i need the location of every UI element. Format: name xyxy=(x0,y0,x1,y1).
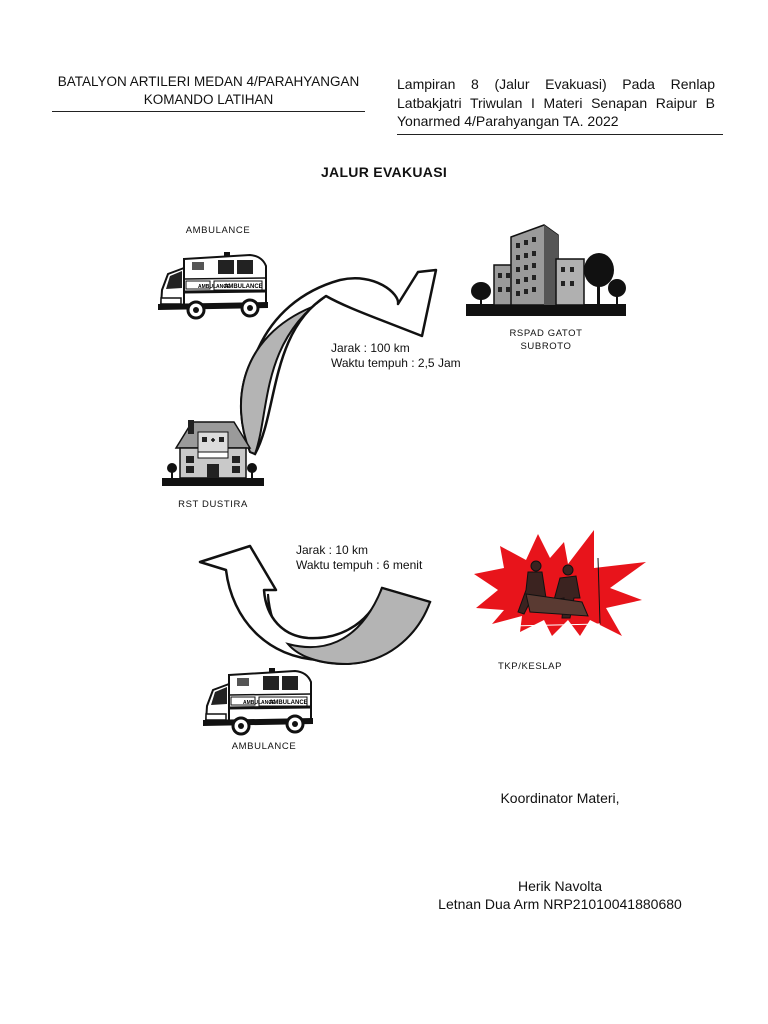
signature-role: Koordinator Materi, xyxy=(500,790,620,806)
ambulance-top-illustration: AMBULANCE AMBULANCE xyxy=(156,250,270,320)
hospital-rspad-label-line2: SUBROTO xyxy=(520,341,572,352)
route-arrow-upper xyxy=(240,268,438,456)
route-upper-info: Jarak : 100 km Waktu tempuh : 2,5 Jam xyxy=(331,341,461,371)
ambulance-top-front-text: AMBULANCE xyxy=(224,284,263,290)
incident-site-label: TKP/KESLAP xyxy=(497,661,563,672)
ambulance-bottom-front-text: AMBULANCE xyxy=(269,700,308,706)
hospital-rspad-label: RSPAD GATOT SUBROTO xyxy=(496,327,596,353)
page-title: JALUR EVAKUASI xyxy=(320,164,448,180)
attachment-note-underline xyxy=(397,134,723,135)
hospital-rst-dustira-illustration xyxy=(162,420,264,486)
hospital-rst-dustira-label: RST DUSTIRA xyxy=(178,499,248,510)
ambulance-bottom-illustration: AMBULANCE AMBULANCE xyxy=(201,666,315,736)
command-name: KOMANDO LATIHAN xyxy=(143,92,274,107)
ambulance-bottom-side-text: AMBULANCE xyxy=(243,700,276,706)
signature-rank: Letnan Dua Arm NRP21010041880680 xyxy=(438,896,682,912)
ambulance-top-label: AMBULANCE xyxy=(185,225,251,236)
unit-name: BATALYON ARTILERI MEDAN 4/PARAHYANGAN xyxy=(57,74,360,89)
ambulance-bottom-label: AMBULANCE xyxy=(231,741,297,752)
route-lower-time: Waktu tempuh : 6 menit xyxy=(296,558,423,572)
route-lower-distance: Jarak : 10 km xyxy=(296,543,369,557)
route-upper-time: Waktu tempuh : 2,5 Jam xyxy=(331,356,461,370)
unit-header-underline xyxy=(52,111,365,112)
signature-name: Herik Navolta xyxy=(517,878,603,894)
unit-header: BATALYON ARTILERI MEDAN 4/PARAHYANGAN KO… xyxy=(52,73,365,109)
attachment-note: Lampiran 8 (Jalur Evakuasi) Pada Renlap … xyxy=(397,76,715,129)
route-arrow-lower xyxy=(198,544,432,666)
ambulance-top-side-text: AMBULANCE xyxy=(198,284,231,290)
hospital-rspad-label-line1: RSPAD GATOT xyxy=(509,328,583,339)
incident-site-illustration xyxy=(474,530,646,636)
route-upper-distance: Jarak : 100 km xyxy=(331,341,410,355)
hospital-rspad-illustration xyxy=(466,224,626,316)
route-lower-info: Jarak : 10 km Waktu tempuh : 6 menit xyxy=(296,543,422,573)
